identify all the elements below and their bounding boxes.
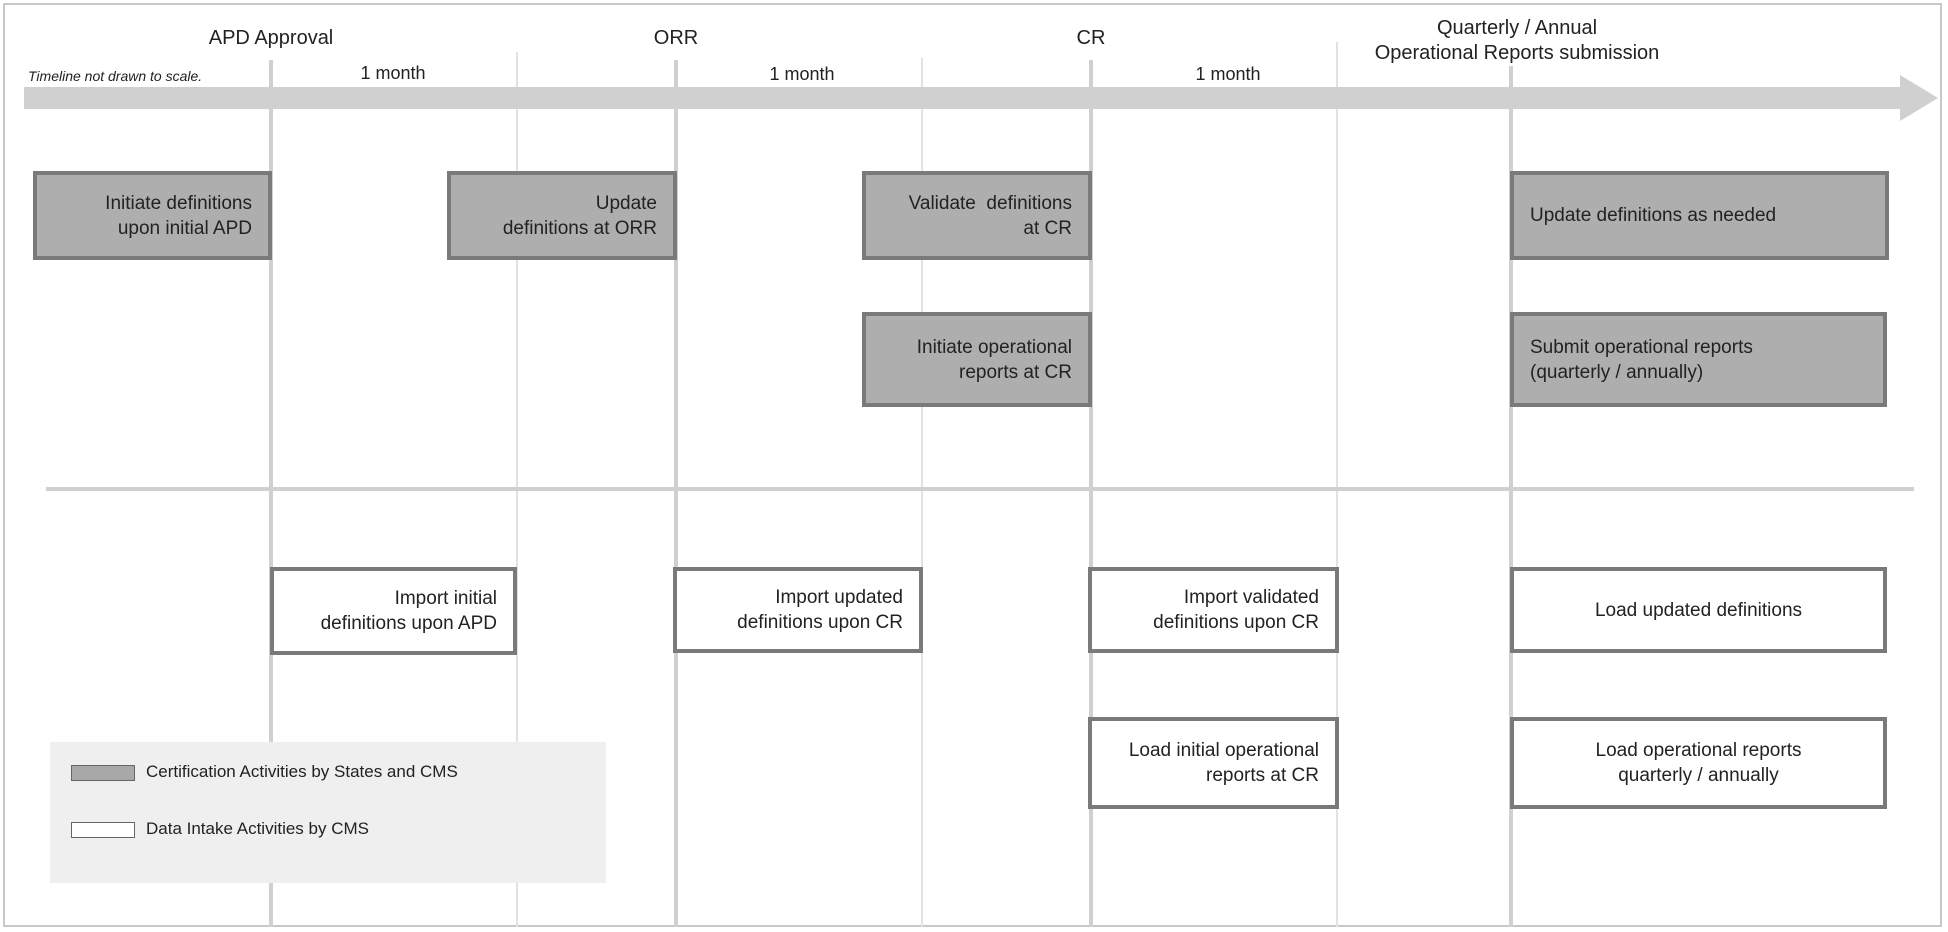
diagram-frame: [3, 3, 1942, 927]
intake-load-operational-reports: Load operational reports quarterly / ann…: [1510, 717, 1887, 809]
timeline-arrow-shaft: [24, 87, 1904, 109]
legend: Certification Activities by States and C…: [50, 742, 606, 883]
cert-update-definitions-needed: Update definitions as needed: [1510, 171, 1889, 260]
scale-note: Timeline not drawn to scale.: [28, 68, 203, 84]
apd-milestone-line: [269, 60, 273, 927]
milestone-cr: CR: [1076, 27, 1106, 49]
cert-initiate-operational-reports: Initiate operational reports at CR: [862, 312, 1092, 407]
cr-milestone-line: [1089, 60, 1093, 927]
legend-certification-label: Certification Activities by States and C…: [146, 762, 458, 781]
orr-milestone-line: [674, 60, 678, 927]
quarterly-milestone-line: [1509, 66, 1513, 927]
milestone-apd-approval: APD Approval: [208, 27, 334, 49]
gridline: [1336, 42, 1338, 927]
cert-submit-operational-reports: Submit operational reports (quarterly / …: [1510, 312, 1887, 407]
cert-initiate-definitions: Initiate definitions upon initial APD: [33, 171, 272, 260]
timeline-arrow-head: [1900, 75, 1938, 121]
period-label: 1 month: [1195, 64, 1261, 84]
legend-intake-swatch: [71, 822, 135, 838]
cert-update-definitions-orr: Update definitions at ORR: [447, 171, 677, 260]
intake-import-initial-definitions: Import initial definitions upon APD: [270, 567, 517, 655]
intake-load-updated-definitions: Load updated definitions: [1510, 567, 1887, 653]
intake-import-validated-definitions: Import validated definitions upon CR: [1088, 567, 1339, 653]
legend-certification-swatch: [71, 765, 135, 781]
milestone-quarterly-annual: Quarterly / Annual Operational Reports s…: [1374, 17, 1660, 64]
period-label: 1 month: [360, 63, 426, 83]
cert-validate-definitions-cr: Validate definitions at CR: [862, 171, 1092, 260]
milestone-orr: ORR: [653, 27, 699, 49]
gridline: [921, 58, 923, 927]
legend-intake-label: Data Intake Activities by CMS: [146, 819, 369, 838]
period-label: 1 month: [769, 64, 835, 84]
intake-import-updated-definitions: Import updated definitions upon CR: [673, 567, 923, 653]
section-separator: [46, 487, 1914, 491]
intake-load-initial-operational-reports: Load initial operational reports at CR: [1088, 717, 1339, 809]
